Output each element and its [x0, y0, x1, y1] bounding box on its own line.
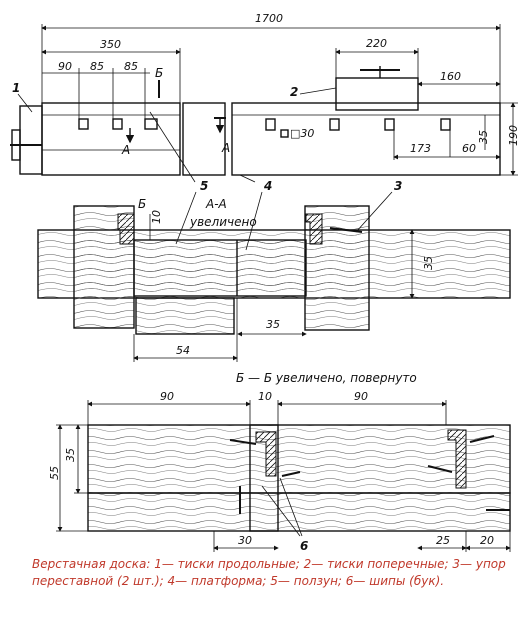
bb-metal-right [447, 429, 467, 489]
dim-bb-90-right: 90 [354, 390, 368, 403]
label-section-a-right: А [221, 141, 230, 155]
label-part-3: 3 [394, 179, 402, 193]
dim-square-hole: □30 [290, 127, 314, 140]
dim-bb-10: 10 [258, 390, 272, 403]
dim-35: 35 [477, 130, 490, 144]
dim-bb-30: 30 [238, 534, 252, 547]
bb-lower-board [87, 492, 511, 532]
label-section-a-left: А [121, 143, 130, 157]
board-right-segment [231, 102, 501, 176]
dim-85-a: 85 [90, 60, 104, 73]
section-aa-subtitle: увеличено [189, 215, 257, 229]
dim-54: 54 [176, 344, 190, 357]
label-part-6: 6 [300, 539, 308, 553]
dog-hole [144, 118, 158, 130]
dim-160: 160 [440, 70, 461, 83]
metal-profile-right [305, 213, 323, 245]
square-hole-marker [280, 129, 289, 138]
metal-profile-left [117, 213, 135, 245]
longitudinal-vise [19, 105, 43, 175]
dim-190: 190 [507, 125, 520, 146]
dim-85-b: 85 [124, 60, 138, 73]
dog-hole [440, 118, 451, 131]
section-bb-title: Б — Б увеличено, повернуто [236, 371, 417, 385]
section-bb: Б — Б увеличено, повернуто 90 10 90 55 3… [48, 371, 511, 553]
dog-hole [112, 118, 123, 130]
bb-center-joint [249, 424, 279, 532]
section-aa-title: А-А [205, 197, 227, 211]
dim-35-bottom: 35 [266, 318, 280, 331]
label-part-5: 5 [200, 179, 208, 193]
dog-hole [265, 118, 276, 131]
transverse-vise [335, 77, 419, 111]
dim-173: 173 [410, 142, 431, 155]
dim-60: 60 [462, 142, 476, 155]
dim-length-total: 1700 [255, 12, 283, 25]
right-stop [304, 205, 370, 331]
dim-bb-55: 55 [48, 466, 61, 480]
section-aa: А-А увеличено Б 5 4 3 10 35 35 54 [37, 179, 511, 362]
workbench-drawing: 1700 350 90 85 85 220 160 173 60 □30 35 … [10, 12, 520, 553]
dim-bb-20: 20 [480, 534, 494, 547]
bb-upper-board [87, 424, 511, 494]
figure-caption: Верстачная доска: 1— тиски продольные; 2… [32, 557, 506, 588]
platform [133, 239, 307, 297]
board-left-segment [41, 102, 181, 176]
bb-metal-left [255, 431, 277, 477]
dim-bb-25: 25 [436, 534, 450, 547]
section-aa-label-b: Б [138, 197, 146, 211]
dog-hole [78, 118, 89, 130]
dim-90: 90 [58, 60, 72, 73]
dim-35-right: 35 [422, 256, 435, 270]
dim-bb-35: 35 [64, 448, 77, 462]
label-part-4: 4 [263, 179, 272, 193]
board-middle-segment [182, 102, 226, 176]
label-part-2: 2 [290, 85, 298, 99]
dim-10: 10 [150, 210, 163, 224]
top-view: 1700 350 90 85 85 220 160 173 60 □30 35 … [10, 12, 520, 183]
dog-hole [329, 118, 340, 131]
label-section-b: Б [155, 66, 163, 80]
dim-left-zone: 350 [100, 38, 121, 51]
lower-bar [135, 297, 235, 335]
dog-hole [384, 118, 395, 131]
dim-220: 220 [366, 37, 387, 50]
label-part-1: 1 [12, 81, 20, 95]
dim-bb-90-left: 90 [160, 390, 174, 403]
